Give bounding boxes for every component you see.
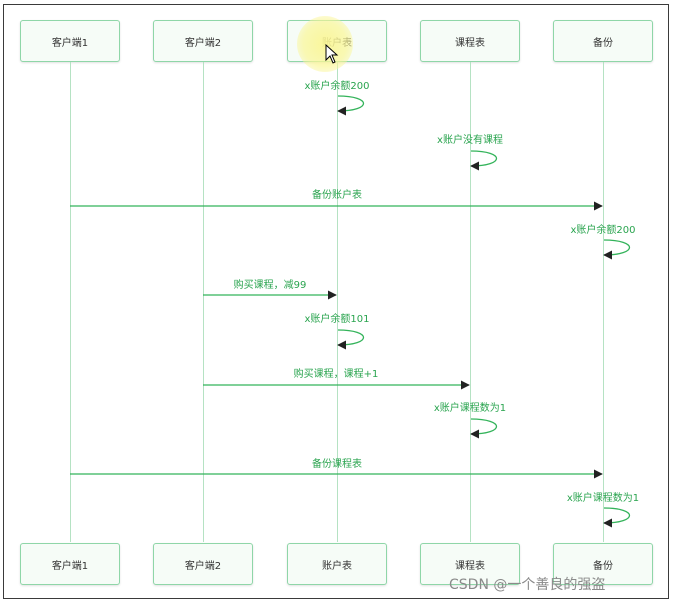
message-2-label: x账户没有课程 — [437, 135, 503, 146]
message-6-label: x账户余额101 — [304, 314, 370, 325]
participant-top-backup: 备份 — [553, 20, 653, 62]
message-10-arrow — [603, 507, 631, 528]
mouse-pointer-icon — [325, 44, 339, 64]
message-4-label: x账户余额200 — [570, 225, 636, 236]
cursor-highlight — [297, 16, 353, 72]
message-10-label: x账户课程数为1 — [566, 493, 640, 504]
message-5-label: 购买课程，减99 — [233, 280, 307, 291]
message-7-label: 购买课程，课程+1 — [293, 369, 379, 380]
participant-bottom-account-table: 账户表 — [287, 543, 387, 585]
participant-bottom-client1: 客户端1 — [20, 543, 120, 585]
lifeline-backup — [603, 62, 604, 542]
participant-bottom-backup: 备份 — [553, 543, 653, 585]
participant-top-client2: 客户端2 — [153, 20, 253, 62]
participant-bottom-client2: 客户端2 — [153, 543, 253, 585]
participant-top-course-table: 课程表 — [420, 20, 520, 62]
message-4-arrow — [603, 239, 631, 260]
message-9-label: 备份课程表 — [312, 459, 362, 470]
participant-top-client1: 客户端1 — [20, 20, 120, 62]
message-1-arrow — [337, 95, 365, 116]
message-1-label: x账户余额200 — [304, 81, 370, 92]
lifeline-client2 — [203, 62, 204, 542]
lifeline-client1 — [70, 62, 71, 542]
watermark: CSDN @一个善良的强盗 — [449, 577, 606, 593]
lifeline-account-table — [337, 62, 338, 542]
message-8-arrow — [470, 418, 498, 439]
diagram-frame — [3, 4, 669, 599]
message-3-label: 备份账户表 — [312, 190, 362, 201]
message-2-arrow — [470, 150, 498, 171]
participant-bottom-course-table: 课程表 — [420, 543, 520, 585]
message-8-label: x账户课程数为1 — [433, 403, 507, 414]
message-6-arrow — [337, 329, 365, 350]
lifeline-course-table — [470, 62, 471, 542]
